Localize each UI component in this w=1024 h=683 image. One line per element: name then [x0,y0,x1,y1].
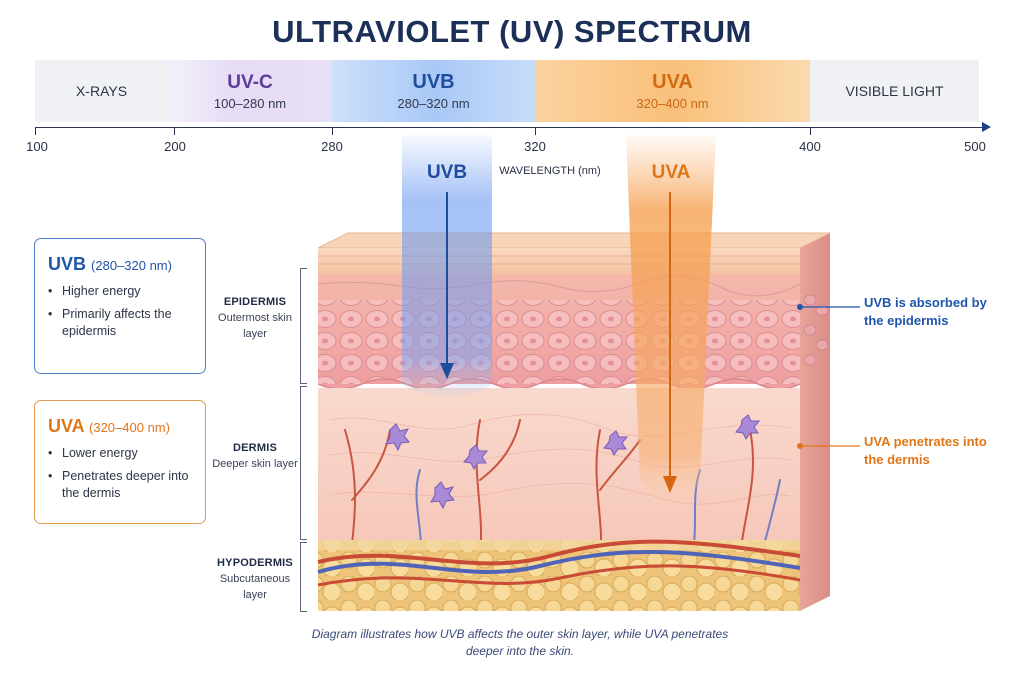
bullet-text: Primarily affects the epidermis [62,307,172,338]
bullet-text: Penetrates deeper into the dermis [62,469,188,500]
uvb-annotation: UVB is absorbed by the epidermis [864,294,994,330]
uva-info-name: UVA [48,416,84,436]
uvb-bullet-list: • Higher energy • Primarily affects the ep… [48,283,198,346]
caption: Diagram illustrates how UVB affects the … [300,626,740,660]
hypodermis-label: HYPODERMIS Subcutaneous layer [210,557,300,603]
uvb-beam-label: UVB [402,162,492,184]
uvb-info-title: UVB (280–320 nm) [48,254,172,275]
uvb-info-name: UVB [48,254,86,274]
uva-info-title: UVA (320–400 nm) [48,416,170,437]
hypodermis-layer [318,540,800,611]
stratum-corneum [318,248,800,274]
bullet-icon: • [48,283,52,300]
layer-description: Outermost skin layer [210,310,300,342]
bullet-text: Lower energy [62,446,138,460]
bullet-text: Higher energy [62,284,141,298]
layer-name: EPIDERMIS [210,296,300,308]
uvb-info-box: UVB (280–320 nm) • Higher energy • Primari… [34,238,206,374]
uva-info-box: UVA (320–400 nm) • Lower energy • Penetrat… [34,400,206,524]
bullet-icon: • [48,306,52,323]
list-item: • Penetrates deeper into the dermis [48,468,198,502]
dermis-bracket [300,386,307,540]
layer-description: Subcutaneous layer [210,571,300,603]
uvb-info-range: (280–320 nm) [91,258,172,273]
list-item: • Primarily affects the epidermis [48,306,198,340]
bullet-icon: • [48,445,52,462]
epidermis-bracket [300,268,307,384]
uva-info-range: (320–400 nm) [89,420,170,435]
uva-beam-label: UVA [626,162,716,184]
list-item: • Higher energy [48,283,198,300]
epidermis-cells [318,300,800,384]
layer-name: DERMIS [210,442,300,454]
epidermis-label: EPIDERMIS Outermost skin layer [210,296,300,342]
uva-bullet-list: • Lower energy • Penetrates deeper into th… [48,445,198,508]
dermis-layer [318,388,800,540]
layer-description: Deeper skin layer [210,456,300,472]
block-top-face [318,233,830,248]
layer-name: HYPODERMIS [210,557,300,569]
dermis-label: DERMIS Deeper skin layer [210,442,300,472]
hypodermis-bracket [300,542,307,612]
uva-annotation: UVA penetrates into the dermis [864,433,994,469]
list-item: • Lower energy [48,445,198,462]
block-side-face [800,233,830,611]
bullet-icon: • [48,468,52,485]
